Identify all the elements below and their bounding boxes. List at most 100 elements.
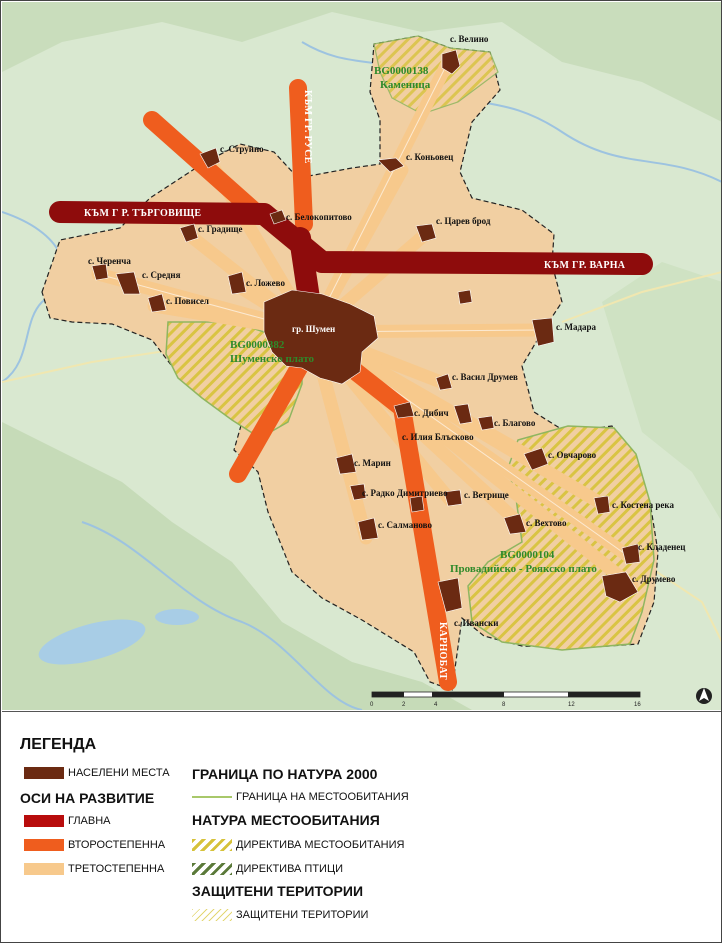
town-label: с. Белокопитово xyxy=(286,212,352,222)
settlement-drumevo[interactable] xyxy=(601,571,639,603)
town-label: с. Струино xyxy=(220,144,264,154)
settlement-povisel[interactable] xyxy=(147,293,167,313)
town-label: с. Царев брод xyxy=(436,216,491,226)
natura-name-provadiisko: Провадийско - Роякско плато xyxy=(450,563,597,575)
town-label: с. Велино xyxy=(450,34,489,44)
settlement-velino[interactable] xyxy=(441,49,461,75)
axis-label-karnobat: КАРНОБАТ xyxy=(437,622,448,680)
settlement-kladenets[interactable] xyxy=(621,543,641,565)
legend-item-axis-main: ГЛАВНА xyxy=(24,815,111,827)
town-label: гр. Шумен xyxy=(292,324,335,334)
legend-heading-natura-border: ГРАНИЦА ПО НАТУРА 2000 xyxy=(192,766,378,782)
town-label: с. Вехтово xyxy=(526,518,567,528)
map-canvas[interactable]: КЪМ Г Р. ТЪРГОВИЩЕ КЪМ ГР. ВАРНА КЪМ ГР.… xyxy=(2,2,722,710)
settlement-cherencha[interactable] xyxy=(91,263,109,281)
swatch-birds-directive xyxy=(192,863,232,875)
natura-code-kamenitsa: BG0000138 xyxy=(374,65,429,77)
town-label: с. Овчарово xyxy=(548,450,597,460)
swatch-settlements xyxy=(24,767,64,779)
axis-label-varna: КЪМ ГР. ВАРНА xyxy=(544,260,626,271)
road xyxy=(641,561,721,643)
settlement-belokopitovo[interactable] xyxy=(269,209,287,225)
town-labels: гр. Шумен с. Велино с. Струино с. Коньов… xyxy=(88,34,686,628)
settlement-gradishte[interactable] xyxy=(179,223,199,243)
swatch-habitats-directive xyxy=(192,839,232,851)
legend-panel: ЛЕГЕНДА НАСЕЛЕНИ МЕСТА ОСИ НА РАЗВИТИЕ Г… xyxy=(2,711,721,942)
settlement-ovcharovo[interactable] xyxy=(523,447,549,471)
settlement-small xyxy=(457,289,473,305)
lake xyxy=(155,609,199,625)
legend-label: ГЛАВНА xyxy=(68,815,111,827)
natura-name-kamenitsa: Каменица xyxy=(380,79,431,91)
basemap-forest xyxy=(602,262,721,521)
river xyxy=(81,521,363,710)
legend-heading-axes: ОСИ НА РАЗВИТИЕ xyxy=(20,790,155,806)
town-label: с. Кладенец xyxy=(638,542,686,552)
town-label: с. Васил Друмев xyxy=(452,372,518,382)
settlement-blagovo[interactable] xyxy=(477,415,495,431)
settlement-vasil-drumev[interactable] xyxy=(435,373,453,391)
river xyxy=(2,211,64,383)
scale-tick: 4 xyxy=(434,702,438,708)
settlement-salmanovo[interactable] xyxy=(357,517,379,541)
legend-label: ДИРЕКТИВА ПТИЦИ xyxy=(236,863,344,875)
town-label: с. Костена река xyxy=(612,500,674,510)
natura-code-plato: BG0000382 xyxy=(230,339,285,351)
town-label: с. Градище xyxy=(198,224,243,234)
lake xyxy=(38,619,146,665)
legend-label: НАСЕЛЕНИ МЕСТА xyxy=(68,767,170,779)
town-label: с. Радко Димитриево xyxy=(362,488,448,498)
legend-item-habitat-border: ГРАНИЦА НА МЕСТООБИТАНИЯ xyxy=(192,791,409,803)
axis-label-targovishte: КЪМ Г Р. ТЪРГОВИЩЕ xyxy=(84,208,201,219)
town-label: с. Черенча xyxy=(88,256,131,266)
legend-item-birds-directive: ДИРЕКТИВА ПТИЦИ xyxy=(192,863,343,875)
town-label: с. Мадара xyxy=(556,322,597,332)
basemap-forest xyxy=(2,2,721,122)
settlement-vehtovo[interactable] xyxy=(503,513,527,535)
legend-item-protected: ЗАЩИТЕНИ ТЕРИТОРИИ xyxy=(192,909,368,921)
legend-heading-protected: ЗАЩИТЕНИ ТЕРИТОРИИ xyxy=(192,883,364,899)
town-label: с. Марин xyxy=(354,458,391,468)
legend-label: ДИРЕКТИВА МЕСТООБИТАНИЯ xyxy=(236,839,405,851)
legend-heading-natura-habitats: НАТУРА МЕСТООБИТАНИЯ xyxy=(192,812,380,828)
legend-label: ГРАНИЦА НА МЕСТООБИТАНИЯ xyxy=(236,791,409,803)
scale-bar: 0 2 4 8 12 16 xyxy=(370,691,641,708)
swatch-protected xyxy=(192,909,232,921)
legend-item-axis-secondary: ВТОРОСТЕПЕННА xyxy=(24,839,165,851)
settlement-ivanski[interactable] xyxy=(437,577,463,613)
scale-tick: 0 xyxy=(370,702,374,708)
settlement-lozevo[interactable] xyxy=(227,271,247,295)
natura-code-provadiisko: BG0000104 xyxy=(500,549,555,561)
settlement-ilia[interactable] xyxy=(453,403,473,425)
town-label: с. Повисел xyxy=(166,296,209,306)
town-label: с. Ложево xyxy=(246,278,285,288)
settlement-struino[interactable] xyxy=(199,147,221,169)
settlement-shumen[interactable] xyxy=(263,289,379,385)
road xyxy=(561,271,721,323)
town-label: с. Друмево xyxy=(632,574,676,584)
scale-tick: 16 xyxy=(634,702,641,708)
axis-label-ruse: КЪМ ГР. РУСЕ xyxy=(302,90,313,164)
settlement-dibich[interactable] xyxy=(393,401,415,419)
swatch-axis-tertiary xyxy=(24,863,64,875)
settlement-sredna[interactable] xyxy=(115,271,141,295)
settlement-radko[interactable] xyxy=(349,483,367,501)
settlement-mars[interactable] xyxy=(335,453,357,475)
settlement-kostena-reka[interactable] xyxy=(593,495,611,515)
legend-title: ЛЕГЕНДА xyxy=(20,736,97,753)
settlement-madara[interactable] xyxy=(531,317,555,347)
river xyxy=(301,41,721,183)
settlement-vetrishte[interactable] xyxy=(443,489,463,507)
scale-tick: 2 xyxy=(402,702,406,708)
town-label: с. Коньовец xyxy=(406,152,454,162)
scale-tick: 12 xyxy=(568,702,575,708)
town-label: с. Ивански xyxy=(454,618,498,628)
legend-item-habitats-directive: ДИРЕКТИВА МЕСТООБИТАНИЯ xyxy=(192,839,404,851)
settlement-tsaren-brod[interactable] xyxy=(415,223,437,243)
swatch-axis-main xyxy=(24,815,64,827)
settlement-konovets[interactable] xyxy=(377,157,405,173)
legend-label: ТРЕТОСТЕПЕННА xyxy=(68,863,165,875)
legend-item-axis-tertiary: ТРЕТОСТЕПЕННА xyxy=(24,863,164,875)
town-label: с. Салманово xyxy=(378,520,432,530)
